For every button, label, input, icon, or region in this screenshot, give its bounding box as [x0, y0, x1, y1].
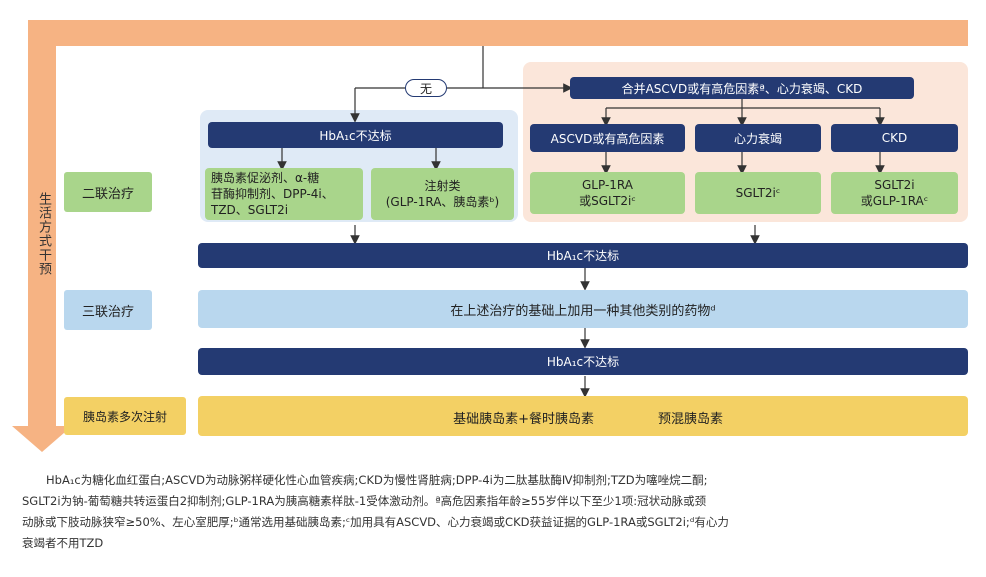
footnote-line-2: SGLT2i为钠-葡萄糖共转运蛋白2抑制剂;GLP-1RA为胰高糖素样肽-1受体…	[22, 494, 707, 508]
footnote-line-1: HbA₁c为糖化血红蛋白;ASCVD为动脉粥样硬化性心血管疾病;CKD为慢性肾脏…	[46, 473, 708, 487]
hba1c-not-at-target-bar-1: HbA₁c不达标	[198, 243, 968, 268]
ckd-drugs-line-1: SGLT2i	[874, 177, 915, 192]
row-label-insulin: 胰岛素多次注射	[64, 397, 186, 435]
heart-failure-drugs-box: SGLT2iᶜ	[695, 172, 821, 214]
branch-none-pill: 无	[405, 79, 447, 97]
lifestyle-bar-top	[28, 20, 968, 46]
row-label-triple: 三联治疗	[64, 290, 152, 330]
insulin-basal-bolus-label: 基础胰岛素+餐时胰岛素	[453, 412, 594, 427]
injection-drugs-box: 注射类 (GLP-1RA、胰岛素ᵇ)	[371, 168, 514, 220]
ckd-drugs-line-2: 或GLP-1RAᶜ	[860, 194, 929, 208]
oral-drugs-line-2: 苷酶抑制剂、DPP-4i、	[211, 186, 334, 201]
ascvd-drugs-box: GLP-1RA 或SGLT2iᶜ	[530, 172, 685, 214]
triple-therapy-bar: 在上述治疗的基础上加用一种其他类别的药物ᵈ	[198, 290, 968, 328]
lifestyle-bar-vertical	[28, 20, 56, 428]
footnote: HbA₁c为糖化血红蛋白;ASCVD为动脉粥样硬化性心血管疾病;CKD为慢性肾脏…	[22, 470, 972, 554]
ckd-header: CKD	[831, 124, 958, 152]
footnote-line-4: 衰竭者不用TZD	[22, 536, 104, 550]
oral-drugs-box: 胰岛素促泌剂、α-糖 苷酶抑制剂、DPP-4i、 TZD、SGLT2i	[205, 168, 363, 220]
insulin-premixed-label: 预混胰岛素	[658, 412, 724, 427]
ascvd-drugs-line-2: 或SGLT2iᶜ	[579, 194, 636, 208]
oral-drugs-line-1: 胰岛素促泌剂、α-糖	[211, 170, 320, 185]
comorbidity-header: 合并ASCVD或有高危因素ª、心力衰竭、CKD	[570, 77, 914, 99]
hba1c-not-at-target-bar-2: HbA₁c不达标	[198, 348, 968, 375]
oral-drugs-line-3: TZD、SGLT2i	[211, 203, 289, 218]
footnote-line-3: 动脉或下肢动脉狭窄≥50%、左心室肥厚;ᵇ通常选用基础胰岛素;ᶜ加用具有ASCV…	[22, 515, 729, 529]
injection-drugs-line-2: (GLP-1RA、胰岛素ᵇ)	[385, 195, 500, 209]
heart-failure-drugs-line-1: SGLT2iᶜ	[735, 185, 781, 200]
injection-drugs-line-1: 注射类	[424, 178, 461, 193]
heart-failure-header: 心力衰竭	[695, 124, 821, 152]
ascvd-header: ASCVD或有高危因素	[530, 124, 685, 152]
ascvd-drugs-line-1: GLP-1RA	[582, 177, 633, 192]
left-hba1c-header: HbA₁c不达标	[208, 122, 503, 148]
row-label-dual: 二联治疗	[64, 172, 152, 212]
ckd-drugs-box: SGLT2i 或GLP-1RAᶜ	[831, 172, 958, 214]
insulin-regimen-bar	[198, 396, 968, 436]
lifestyle-label: 生活方式干预	[36, 192, 51, 276]
